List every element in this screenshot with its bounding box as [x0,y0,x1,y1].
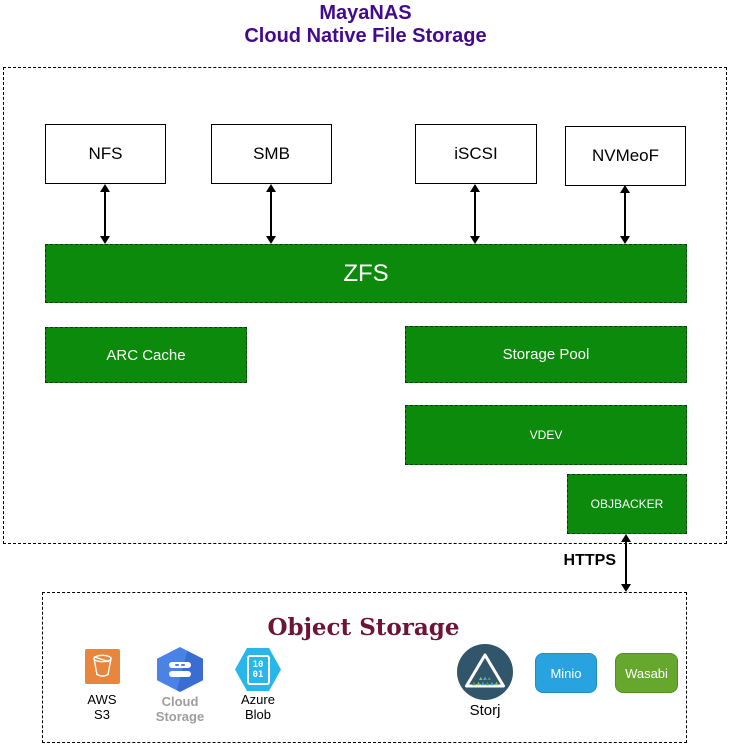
node-arc-cache-label: ARC Cache [106,346,186,364]
node-vdev-label: VDEV [529,428,563,442]
https-label: HTTPS [563,552,616,569]
arrow-iscsi-zfs [474,192,476,236]
object-storage-title: Object Storage [267,614,460,641]
cloud-storage-bar-top [169,662,191,668]
title-line2: Cloud Native File Storage [244,25,487,47]
node-vdev: VDEV [405,405,687,465]
node-smb: SMB [211,124,332,184]
azure-blob-doc-glyph: 10 01 [246,654,270,685]
node-nfs: NFS [45,124,166,184]
azure-blob-label: Azure Blob [241,692,275,722]
arrow-nfs-zfs [104,192,106,236]
arrow-smb-zfs [270,192,272,236]
storj-label: Storj [469,702,501,719]
cloud-storage-bar-bottom [169,671,191,677]
node-nfs-label: NFS [88,144,123,163]
storj-icon [457,644,513,700]
minio-badge: Minio [535,653,597,693]
diagram-title: MayaNAS Cloud Native File Storage [0,2,731,48]
aws-s3-icon [85,649,120,684]
aws-s3-label: AWS S3 [87,692,117,722]
wasabi-label: Wasabi [625,665,668,681]
node-zfs: ZFS [45,244,687,303]
node-objbacker: OBJBACKER [567,474,687,534]
title-line1: MayaNAS [319,2,412,24]
bucket-glyph [93,654,112,677]
node-nvmeof: NVMeoF [565,126,686,186]
node-iscsi-label: iSCSI [454,144,498,163]
node-iscsi: iSCSI [415,124,537,184]
node-storage-pool-label: Storage Pool [502,346,590,363]
node-smb-label: SMB [253,144,290,163]
cloud-storage-label: Cloud Storage [155,694,205,724]
node-nvmeof-label: NVMeoF [591,146,660,165]
arrow-objbacker-objectstorage [625,542,627,584]
node-zfs-label: ZFS [343,259,389,287]
minio-label: Minio [550,665,582,681]
node-arc-cache: ARC Cache [45,327,247,383]
node-storage-pool: Storage Pool [405,326,687,383]
wasabi-badge: Wasabi [615,653,678,693]
arrow-nvmeof-zfs [624,193,626,236]
node-objbacker-label: OBJBACKER [590,497,664,511]
